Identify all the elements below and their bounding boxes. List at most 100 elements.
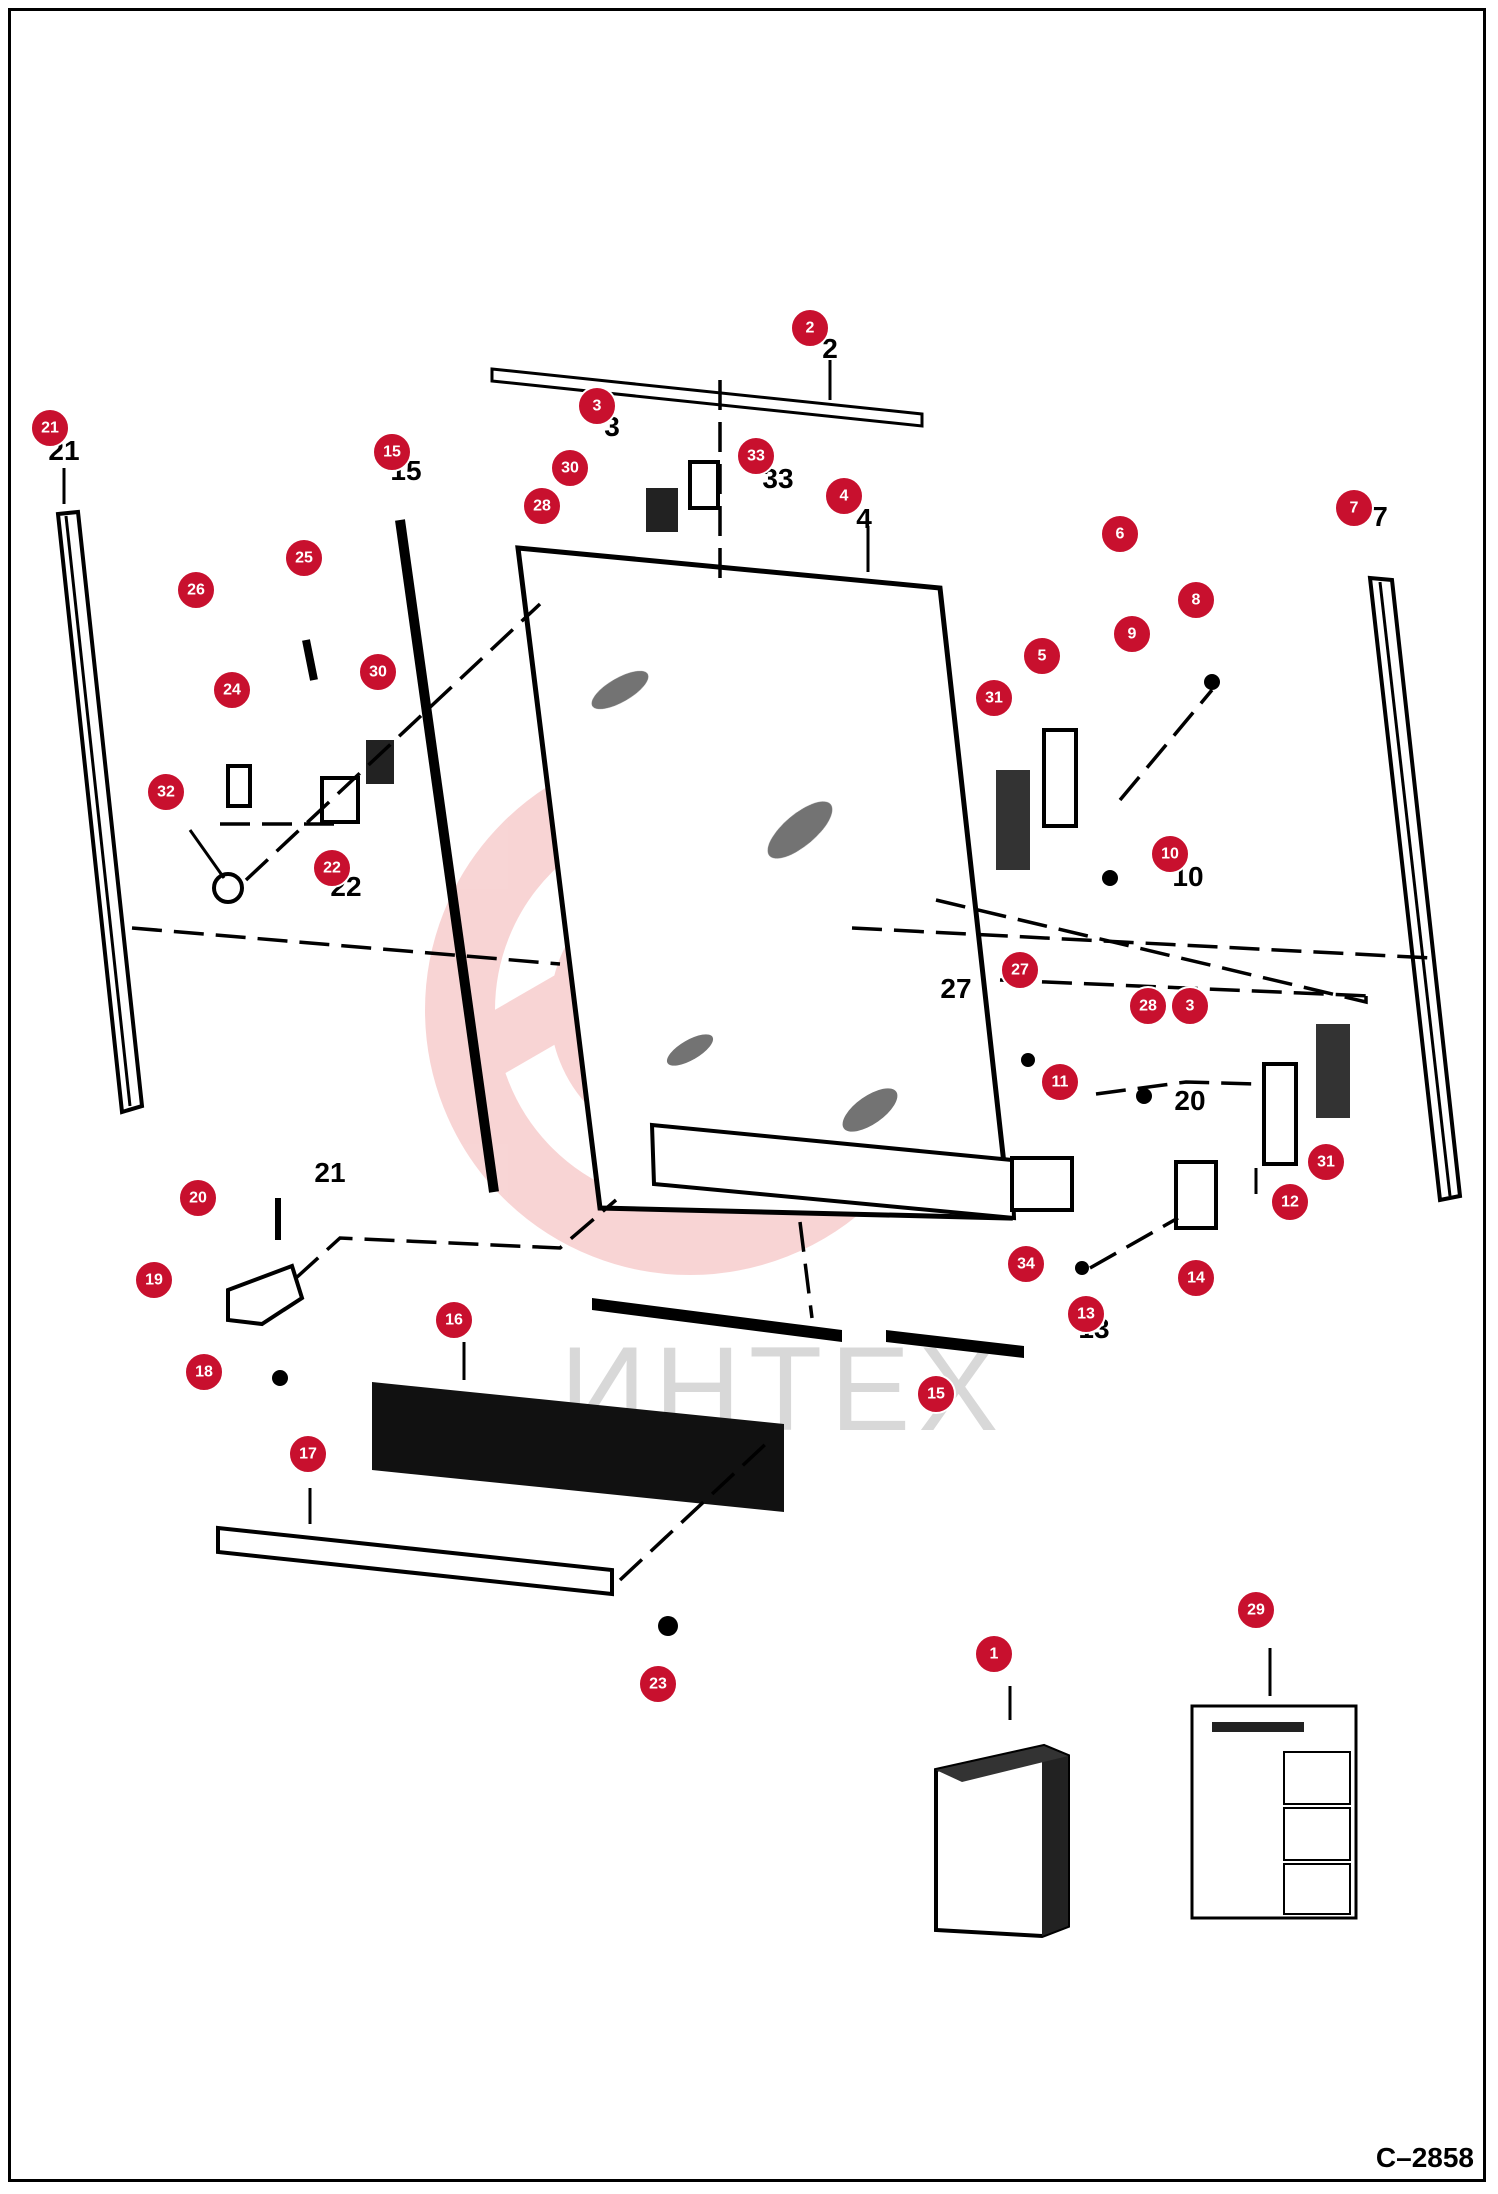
part-seal-strip-bottom bbox=[592, 1298, 842, 1342]
callout-badge-circle bbox=[974, 678, 1014, 718]
callout-badge-circle bbox=[1270, 1182, 1310, 1222]
callout-badge-circle bbox=[550, 448, 590, 488]
callout-badge-23: 23 bbox=[638, 1664, 678, 1704]
callout-badge-circle bbox=[1334, 488, 1374, 528]
callout-badge-14: 14 bbox=[1176, 1258, 1216, 1298]
callout-badge-number: 27 bbox=[1011, 962, 1029, 979]
callout-badge-15: 15 bbox=[372, 432, 412, 472]
callout-badge-number: 33 bbox=[747, 448, 765, 465]
part-plate-5 bbox=[1042, 728, 1078, 828]
callout-badge-circle bbox=[312, 848, 352, 888]
callout-badge-32: 32 bbox=[146, 772, 186, 812]
svg-text:27: 27 bbox=[940, 973, 971, 1004]
callout-badge-circle bbox=[1112, 614, 1152, 654]
callout-badge-3: 3 bbox=[577, 386, 617, 426]
callout-badge-number: 7 bbox=[1350, 500, 1359, 517]
callout-badge-27: 27 bbox=[1000, 950, 1040, 990]
callout-badge-number: 28 bbox=[533, 498, 551, 515]
callout-badge-number: 15 bbox=[927, 1386, 945, 1403]
callout-badge-30: 30 bbox=[358, 652, 398, 692]
callout-badge-circle bbox=[434, 1300, 474, 1340]
callout-badge-16: 16 bbox=[434, 1300, 474, 1340]
callout-badge-number: 17 bbox=[299, 1446, 317, 1463]
callout-badge-number: 9 bbox=[1128, 626, 1137, 643]
callout-badge-number: 20 bbox=[189, 1190, 207, 1207]
callout-badge-circle bbox=[212, 670, 252, 710]
callout-badge-18: 18 bbox=[184, 1352, 224, 1392]
callout-badge-number: 3 bbox=[1186, 998, 1195, 1015]
part-top-bar bbox=[490, 367, 924, 428]
part-spacer-34 bbox=[1010, 1156, 1074, 1212]
callout-badge-number: 11 bbox=[1052, 1074, 1069, 1091]
callout-badge-number: 24 bbox=[223, 682, 241, 699]
callout-badge-number: 31 bbox=[1317, 1154, 1335, 1171]
callout-badge-number: 30 bbox=[561, 460, 579, 477]
glass-shading bbox=[591, 670, 898, 1132]
callout-badge-number: 4 bbox=[840, 488, 849, 505]
callout-badge-12: 12 bbox=[1270, 1182, 1310, 1222]
callout-badge-circle bbox=[790, 308, 830, 348]
callout-badge-number: 18 bbox=[195, 1364, 213, 1381]
callout-badge-number: 30 bbox=[369, 664, 387, 681]
callout-badge-number: 32 bbox=[157, 784, 175, 801]
callout-badge-circle bbox=[1306, 1142, 1346, 1182]
part-bottom-plate bbox=[649, 1122, 1017, 1221]
callout-badge-circle bbox=[1066, 1294, 1106, 1334]
callout-badge-24: 24 bbox=[212, 670, 252, 710]
callout-badge-number: 12 bbox=[1281, 1194, 1299, 1211]
callout-badge-number: 1 bbox=[990, 1646, 999, 1663]
callout-badge-circle bbox=[1100, 514, 1140, 554]
callout-badge-26: 26 bbox=[176, 570, 216, 610]
callout-badge-circle bbox=[1040, 1062, 1080, 1102]
callout-badge-34: 34 bbox=[1006, 1244, 1046, 1284]
callout-badge-circle bbox=[916, 1374, 956, 1414]
callout-badge-20: 20 bbox=[178, 1178, 218, 1218]
svg-text:4: 4 bbox=[856, 503, 872, 534]
callout-badge-9: 9 bbox=[1112, 614, 1152, 654]
callout-badge-circle bbox=[358, 652, 398, 692]
callout-badge-number: 16 bbox=[445, 1312, 463, 1329]
callout-badge-circle bbox=[638, 1664, 678, 1704]
callout-badge-number: 2 bbox=[806, 320, 815, 337]
callout-badge-number: 21 bbox=[41, 420, 59, 437]
callout-badge-circle bbox=[577, 386, 617, 426]
callout-badge-number: 29 bbox=[1247, 1602, 1265, 1619]
svg-text:20: 20 bbox=[1174, 1085, 1205, 1116]
part-latch-22 bbox=[320, 776, 360, 824]
callout-badge-number: 15 bbox=[383, 444, 401, 461]
callout-badge-28: 28 bbox=[1128, 986, 1168, 1026]
callout-badge-circle bbox=[1176, 580, 1216, 620]
callout-badge-circle bbox=[30, 408, 70, 448]
callout-badge-number: 31 bbox=[985, 690, 1003, 707]
callout-badge-5: 5 bbox=[1022, 636, 1062, 676]
callout-badge-1: 1 bbox=[974, 1634, 1014, 1674]
callout-badge-circle bbox=[176, 570, 216, 610]
part-hinge-31-b bbox=[1316, 1024, 1350, 1118]
svg-text:2: 2 bbox=[822, 333, 838, 364]
drawing-code: C–2858 bbox=[1375, 2142, 1474, 2173]
part-box-1 bbox=[934, 1743, 1070, 1939]
diagram-frame bbox=[8, 8, 1486, 2182]
callout-badge-number: 28 bbox=[1139, 998, 1157, 1015]
callout-badge-30: 30 bbox=[550, 448, 590, 488]
callout-badge-number: 34 bbox=[1017, 1256, 1035, 1273]
part-pin-25 bbox=[302, 639, 318, 681]
callout-badge-33: 33 bbox=[736, 436, 776, 476]
callout-badge-circle bbox=[736, 436, 776, 476]
callout-badge-circle bbox=[1236, 1590, 1276, 1630]
callout-badge-circle bbox=[134, 1260, 174, 1300]
part-seal-strip-vertical bbox=[395, 519, 499, 1193]
svg-text:21: 21 bbox=[314, 1157, 345, 1188]
part-bracket-19 bbox=[226, 1263, 305, 1327]
callout-badge-circle bbox=[1022, 636, 1062, 676]
callout-badge-number: 25 bbox=[295, 550, 313, 567]
callout-badge-19: 19 bbox=[134, 1260, 174, 1300]
callout-badge-circle bbox=[1006, 1244, 1046, 1284]
callout-badge-22: 22 bbox=[312, 848, 352, 888]
callout-badge-circle bbox=[1000, 950, 1040, 990]
callout-badge-circle bbox=[824, 476, 864, 516]
callout-badge-28: 28 bbox=[522, 486, 562, 526]
callout-badge-21: 21 bbox=[30, 408, 70, 448]
part-bracket-14 bbox=[1174, 1160, 1218, 1230]
